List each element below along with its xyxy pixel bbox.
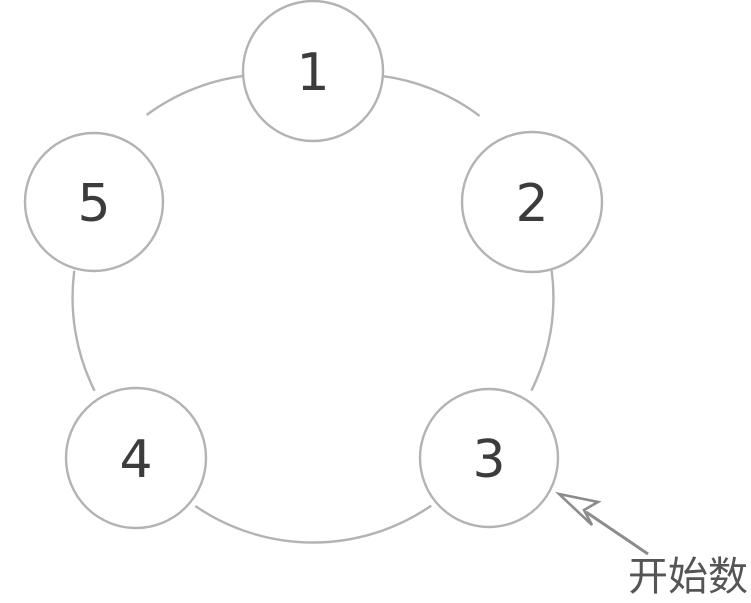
node-5[interactable]: 5 [23,131,165,273]
node-2-circle[interactable] [460,130,604,274]
ring-edges [71,74,555,544]
node-5-circle[interactable] [23,131,165,273]
edge-1-to-2 [375,74,481,117]
node-3[interactable]: 3 [418,387,560,529]
edge-3-to-4 [194,504,432,544]
node-3-label: 3 [472,430,505,490]
node-4[interactable]: 4 [64,386,208,530]
arrow-head-icon [554,491,602,526]
node-1-circle[interactable] [241,0,385,143]
edge-5-to-1 [145,74,251,116]
node-1-label: 1 [296,43,329,103]
node-1[interactable]: 1 [241,0,385,143]
node-3-circle[interactable] [418,387,560,529]
edge-4-to-5 [71,270,96,392]
node-4-label: 4 [119,430,152,490]
node-2-label: 2 [515,174,548,234]
edge-2-to-3 [530,270,555,392]
node-5-label: 5 [77,174,110,234]
start-pointer-arrow [554,491,649,556]
node-4-circle[interactable] [64,386,208,530]
node-2[interactable]: 2 [460,130,604,274]
start-counting-label: 开始数 [628,554,748,600]
arrow-shaft [585,510,649,556]
